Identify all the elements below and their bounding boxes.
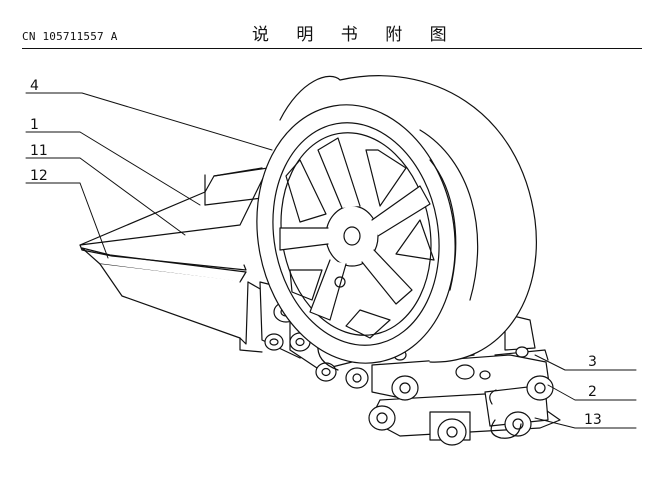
label-2: 2: [588, 384, 597, 400]
patent-number: CN 105711557 A: [22, 30, 118, 43]
label-4: 4: [30, 78, 39, 94]
label-11: 11: [30, 143, 48, 159]
scoop-tray: [79, 167, 269, 353]
large-wheel: [256, 75, 537, 364]
label-1: 1: [30, 117, 39, 133]
label-3: 3: [588, 354, 597, 370]
leader-lines: [25, 92, 637, 429]
header-rule: [22, 48, 642, 49]
page-title: 说 明 书 附 图: [252, 25, 458, 45]
label-13: 13: [584, 412, 602, 428]
label-12: 12: [30, 168, 48, 184]
